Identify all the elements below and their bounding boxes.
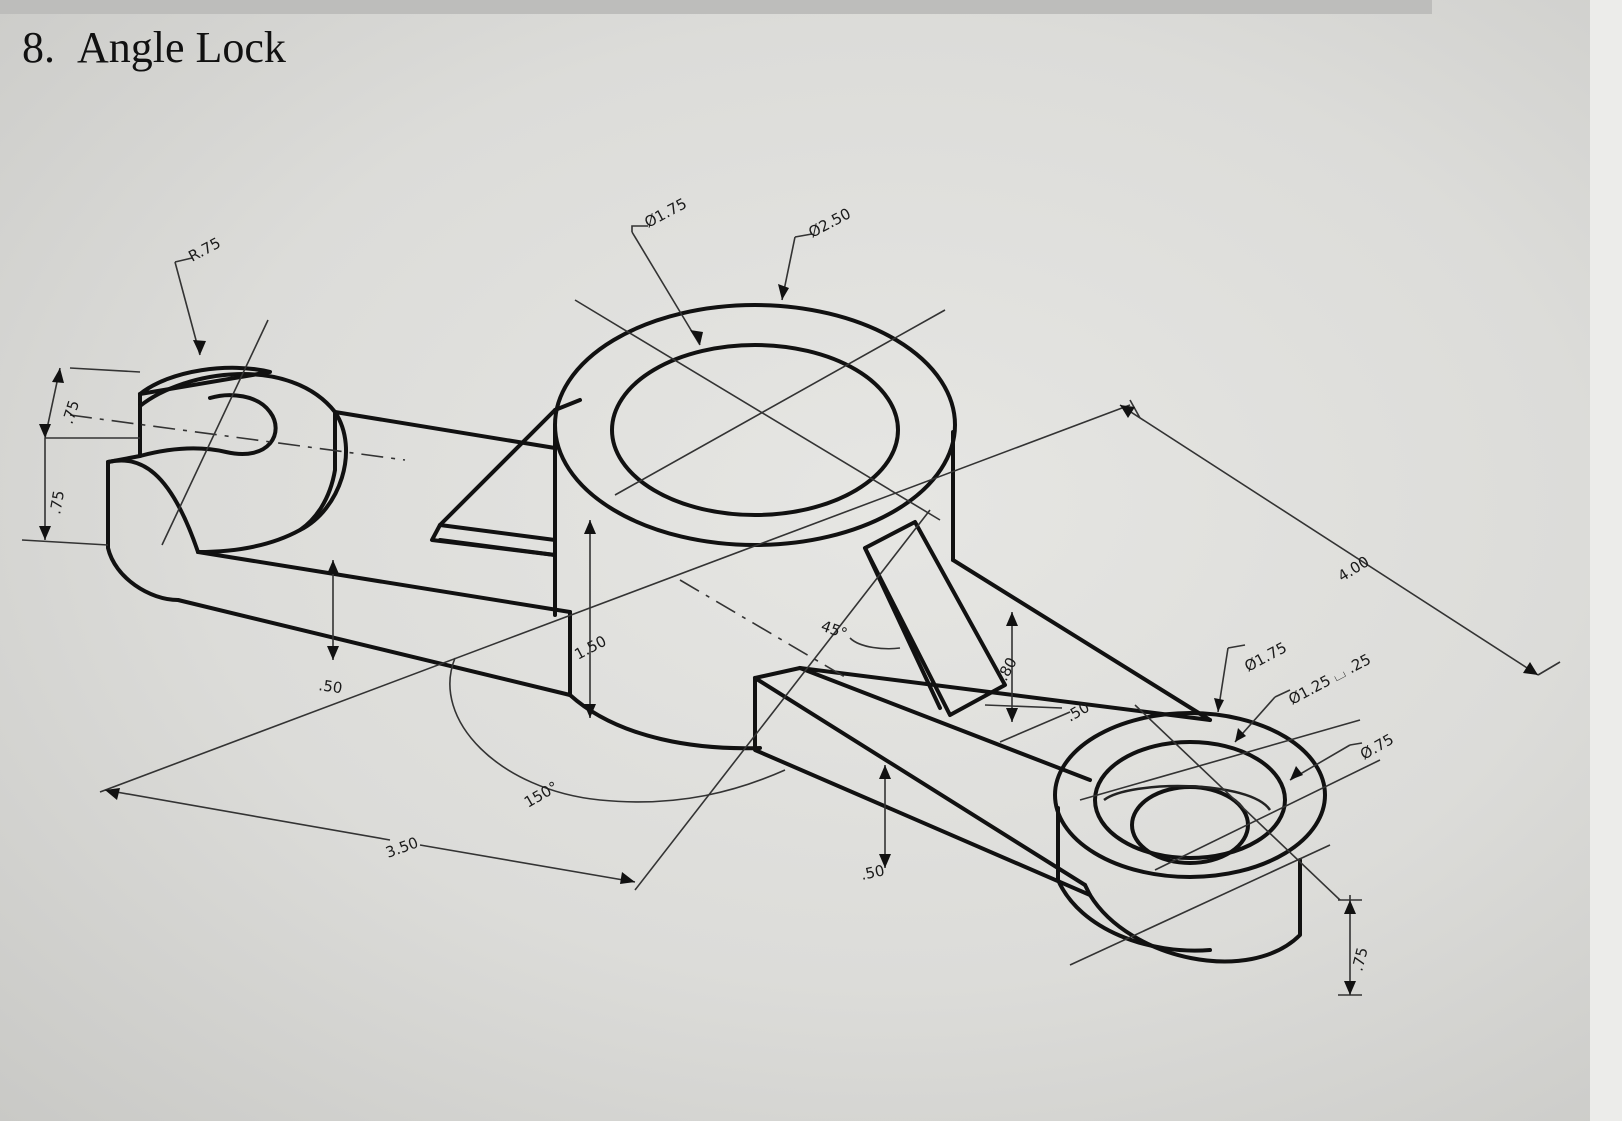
left-rib [430,398,582,557]
dim-r075: R.75 [185,234,223,266]
right-boss [1053,711,1327,953]
right-rib [863,520,1007,717]
dim-counterbore: Ø1.25 ⌴ .25 [1285,650,1373,708]
left-hook [106,365,349,602]
dim-length-400: 4.00 [1335,552,1373,585]
top-shadow-strip [0,0,1432,14]
dim-angle-150: 150° [521,778,561,812]
dim-arm-right-thk: .50 [859,861,886,884]
right-paper-edge [1590,0,1622,1121]
center-lines [69,299,1381,966]
dim-height-080: .80 [994,654,1021,684]
dim-d175-right: Ø1.75 [1241,638,1289,675]
dim-d075: Ø.75 [1357,730,1397,763]
right-arm [753,558,1302,964]
arrowheads [39,284,1538,995]
dim-right-075: .75 [1348,945,1371,973]
exercise-name: Angle Lock [77,23,286,72]
exercise-title: 8. Angle Lock [22,22,286,73]
dimension-lines [21,225,1561,996]
dim-length-350: 3.50 [383,833,421,861]
dim-d175-top: Ø1.75 [641,194,689,231]
dim-left-075-bottom: .75 [46,489,68,516]
dim-left-075-top: .75 [59,398,83,426]
dim-d250: Ø2.50 [805,204,853,241]
dim-angle-45: 45° [819,617,850,643]
exercise-number: 8. [22,23,55,72]
dim-arm-left-thk: .50 [317,676,343,697]
